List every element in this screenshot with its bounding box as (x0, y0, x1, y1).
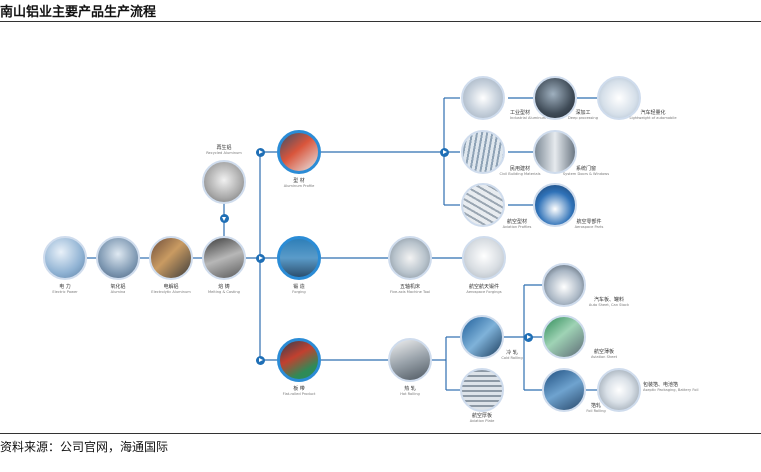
node-forging (277, 236, 321, 280)
node-flat-rolled (277, 338, 321, 382)
node-packaging-battery-foil (597, 368, 641, 412)
arrow-right-icon (256, 254, 265, 263)
node-aviation-profile (461, 183, 505, 227)
node-aerospace-parts (533, 183, 577, 227)
node-melting-casting (202, 236, 246, 280)
node-aluminum-profile (277, 130, 321, 174)
node-civil-building (461, 130, 505, 174)
node-industrial-profile (461, 76, 505, 120)
node-hot-rolling (388, 338, 432, 382)
arrow-right-icon (524, 333, 533, 342)
arrow-down-icon (220, 214, 229, 223)
node-electrolytic-aluminum (149, 236, 193, 280)
node-recycled-aluminum (202, 160, 246, 204)
arrow-right-icon (256, 356, 265, 365)
node-auto-sheet (542, 263, 586, 307)
node-aviation-sheet (542, 315, 586, 359)
node-system-doors (533, 130, 577, 174)
node-aerospace-forgings (462, 236, 506, 280)
page-title: 南山铝业主要产品生产流程 (0, 5, 157, 20)
source-note: 资料来源：公司官网，海通国际 (0, 440, 169, 454)
footer-divider (0, 433, 761, 434)
node-lightweight-automobile (597, 76, 641, 120)
node-electric-power (43, 236, 87, 280)
arrow-right-icon (440, 148, 449, 157)
node-foil-rolling (542, 368, 586, 412)
arrow-right-icon (256, 148, 265, 157)
node-aviation-plate (460, 368, 504, 412)
node-alumina (96, 236, 140, 280)
header-divider (0, 21, 761, 22)
node-five-axis-machine (388, 236, 432, 280)
node-cold-rolling (460, 315, 504, 359)
node-deep-processing (533, 76, 577, 120)
